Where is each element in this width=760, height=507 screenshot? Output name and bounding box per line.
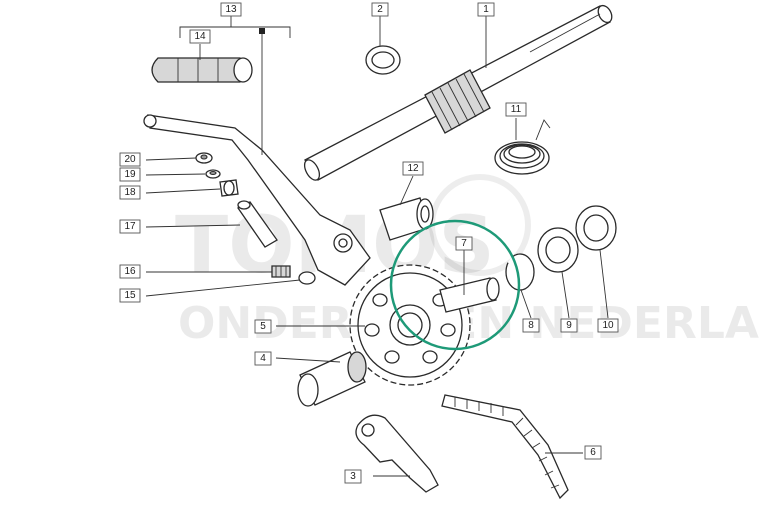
fork-part-3 (355, 414, 439, 493)
callout-17: 17 (119, 219, 141, 234)
callout-12-text: 12 (407, 163, 419, 174)
callout-1-text: 1 (483, 4, 489, 15)
callout-7: 7 (455, 236, 473, 251)
callout-2-text: 2 (377, 4, 383, 15)
highlight-circle (389, 219, 521, 351)
callout-13-text: 13 (225, 4, 237, 15)
bush-part-18 (219, 179, 239, 197)
bolt-part-16 (271, 265, 291, 278)
callout-labels: 1 2 3 4 5 6 7 8 9 10 11 12 13 14 15 16 1… (119, 2, 619, 484)
sprocket (349, 264, 471, 386)
callout-19-text: 19 (124, 169, 136, 180)
callout-6-text: 6 (590, 447, 596, 458)
callout-20: 20 (119, 152, 141, 167)
ball-part-15 (298, 271, 316, 285)
callout-9: 9 (560, 318, 578, 333)
nut-part-20 (195, 152, 213, 164)
kickstart-spring (494, 119, 551, 175)
callout-18-text: 18 (124, 187, 136, 198)
kickstart-lever (143, 114, 371, 286)
callout-1: 1 (477, 2, 495, 17)
sprocket-hub-part-7 (439, 277, 500, 313)
callout-19: 19 (119, 167, 141, 182)
group-bracket-13 (179, 15, 291, 155)
callout-14: 14 (189, 29, 211, 44)
callout-18: 18 (119, 185, 141, 200)
leader-lines (145, 16, 609, 477)
callout-8: 8 (522, 318, 540, 333)
drive-chain (441, 394, 569, 500)
callout-10-text: 10 (602, 320, 614, 331)
washer-part-10 (575, 205, 617, 251)
bush-part-4 (297, 351, 367, 407)
callout-6: 6 (584, 445, 602, 460)
washer-part-9 (537, 227, 579, 273)
pin-part-17 (237, 200, 278, 248)
callout-9-text: 9 (566, 320, 572, 331)
callout-3-text: 3 (350, 471, 356, 482)
callout-11-text: 11 (511, 104, 522, 115)
callout-8-text: 8 (528, 320, 534, 331)
callout-2: 2 (371, 2, 389, 17)
callout-5-text: 5 (260, 321, 266, 332)
callout-11: 11 (505, 102, 527, 117)
callout-7-text: 7 (461, 238, 467, 249)
callout-15: 15 (119, 288, 141, 303)
kick-pedal-rubber (151, 57, 253, 83)
callout-16: 16 (119, 264, 141, 279)
bush-part-12 (379, 197, 434, 241)
callout-5: 5 (254, 319, 272, 334)
callout-13: 13 (220, 2, 242, 17)
washer-part-19 (205, 169, 221, 179)
ring-part-2 (365, 45, 401, 75)
kickstart-shaft (303, 4, 613, 181)
callout-10: 10 (597, 318, 619, 333)
callout-16-text: 16 (124, 266, 136, 277)
callout-4: 4 (254, 351, 272, 366)
callout-12: 12 (402, 161, 424, 176)
callout-3: 3 (344, 469, 362, 484)
callout-20-text: 20 (124, 154, 136, 165)
callout-15-text: 15 (124, 290, 136, 301)
bracket-marker (259, 28, 265, 34)
callout-17-text: 17 (124, 221, 136, 232)
callout-4-text: 4 (260, 353, 266, 364)
callout-14-text: 14 (194, 31, 206, 42)
